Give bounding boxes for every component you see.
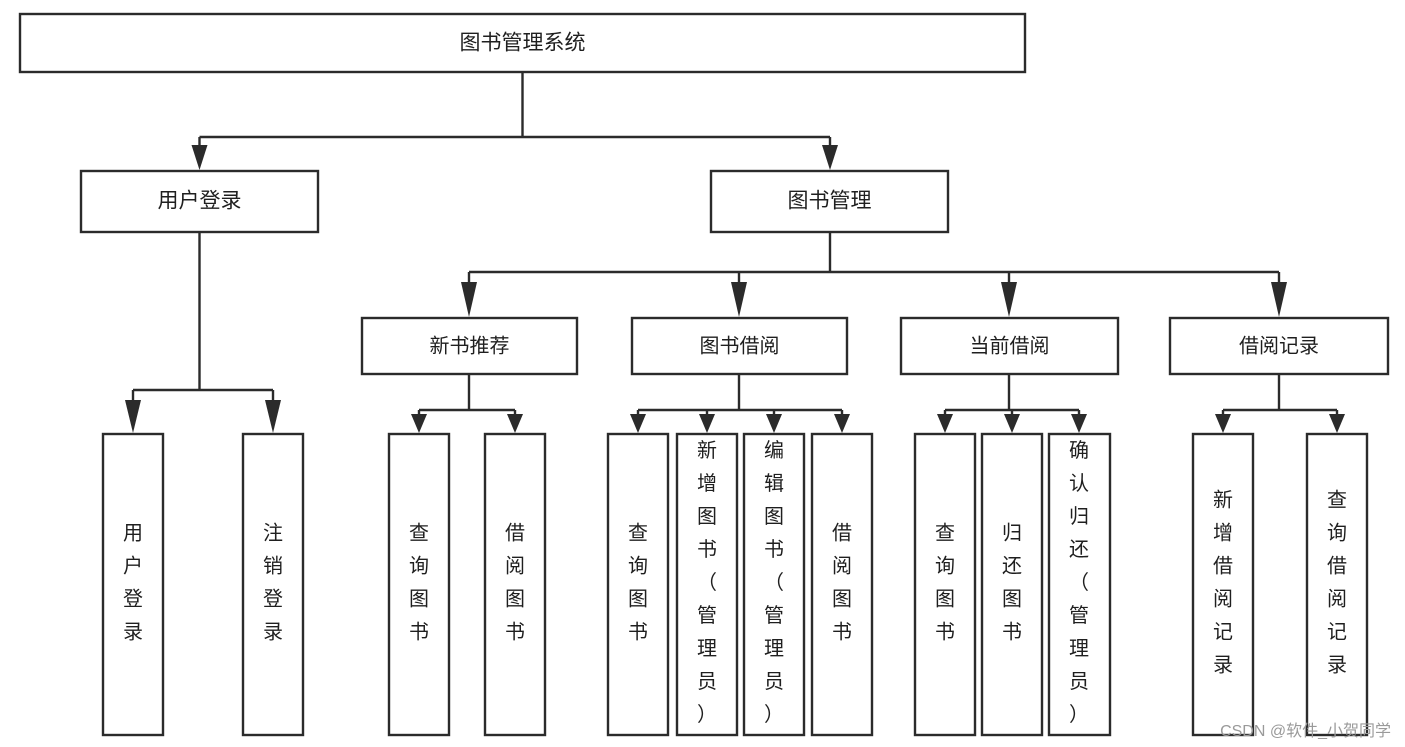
connector-group-book-management <box>461 232 1287 317</box>
node-borrow-record[interactable]: 借阅记录 <box>1168 316 1390 376</box>
arrow-head-leaf-query-book-3 <box>937 414 953 433</box>
node-new-book-recommend[interactable]: 新书推荐 <box>360 316 579 376</box>
node-leaf-add-book-label: 新增图书（管理员） <box>697 439 717 726</box>
node-book-management[interactable]: 图书管理 <box>709 169 950 234</box>
node-leaf-query-book-3[interactable]: 查询图书 <box>913 432 977 737</box>
arrow-head-leaf-borrow-book-1 <box>507 414 523 433</box>
node-leaf-add-book[interactable]: 新增图书（管理员） <box>675 432 739 737</box>
node-book-management-label: 图书管理 <box>788 190 872 213</box>
node-leaf-edit-book-box[interactable] <box>742 432 806 737</box>
arrow-head-leaf-logout <box>265 400 281 433</box>
node-root-label: 图书管理系统 <box>460 32 586 55</box>
node-borrow-record-label: 借阅记录 <box>1239 334 1319 357</box>
node-leaf-confirm-return-box[interactable] <box>1047 432 1112 737</box>
node-leaf-add-record[interactable]: 新增借阅记录 <box>1191 432 1255 737</box>
node-leaf-borrow-book-2-box[interactable] <box>810 432 874 737</box>
connector-group-user-login <box>125 232 281 433</box>
node-leaf-edit-book-label: 编辑图书（管理员） <box>764 439 784 726</box>
connector-group-borrow-record <box>1215 374 1345 433</box>
node-leaf-add-record-label: 新增借阅记录 <box>1213 489 1233 677</box>
connector-group-current-borrow <box>937 374 1087 433</box>
node-leaf-edit-book[interactable]: 编辑图书（管理员） <box>742 432 806 737</box>
node-leaf-logout-label: 注销登录 <box>263 522 283 644</box>
node-root-box[interactable] <box>18 12 1027 74</box>
node-leaf-user-login-label: 用户登录 <box>123 523 143 644</box>
node-leaf-user-login[interactable]: 用户登录 <box>101 432 165 737</box>
arrow-head-leaf-confirm-return <box>1071 414 1087 433</box>
connector-group-new-book-recommend <box>411 374 523 433</box>
node-new-book-recommend-box[interactable] <box>360 316 579 376</box>
node-leaf-logout-box[interactable] <box>241 432 305 737</box>
arrow-head-leaf-query-book-1 <box>411 414 427 433</box>
arrow-head-leaf-borrow-book-2 <box>834 414 850 433</box>
arrow-head-new-book-recommend <box>461 282 477 317</box>
arrow-head-user-login <box>191 145 208 170</box>
arrow-head-leaf-add-record <box>1215 414 1231 433</box>
node-current-borrow-label: 当前借阅 <box>970 334 1050 357</box>
node-leaf-logout[interactable]: 注销登录 <box>241 432 305 737</box>
node-leaf-query-book-1[interactable]: 查询图书 <box>387 432 451 737</box>
node-leaf-query-book-3-box[interactable] <box>913 432 977 737</box>
arrow-head-leaf-query-record <box>1329 414 1345 433</box>
node-leaf-query-record-label: 查询借阅记录 <box>1327 489 1347 677</box>
node-leaf-return-book-label: 归还图书 <box>1002 522 1022 644</box>
node-new-book-recommend-label: 新书推荐 <box>430 334 510 357</box>
arrow-head-book-borrow <box>731 282 747 317</box>
arrow-head-leaf-return-book <box>1004 414 1020 433</box>
node-leaf-add-book-box[interactable] <box>675 432 739 737</box>
node-current-borrow[interactable]: 当前借阅 <box>899 316 1120 376</box>
node-leaf-borrow-book-2[interactable]: 借阅图书 <box>810 432 874 737</box>
connector-group-book-borrow <box>630 374 850 433</box>
node-book-borrow-box[interactable] <box>630 316 849 376</box>
arrow-head-current-borrow <box>1001 282 1017 317</box>
node-leaf-borrow-book-1[interactable]: 借阅图书 <box>483 432 547 737</box>
node-book-borrow-label: 图书借阅 <box>700 334 780 357</box>
node-leaf-query-book-1-label: 查询图书 <box>409 522 429 644</box>
arrow-head-leaf-user-login <box>125 400 141 433</box>
connector-group-root <box>191 72 838 170</box>
node-leaf-borrow-book-1-box[interactable] <box>483 432 547 737</box>
arrow-head-borrow-record <box>1271 282 1287 317</box>
node-leaf-confirm-return[interactable]: 确认归还（管理员） <box>1047 432 1112 737</box>
node-leaf-query-book-1-box[interactable] <box>387 432 451 737</box>
node-leaf-query-book-2[interactable]: 查询图书 <box>606 432 670 737</box>
arrow-head-book-management <box>822 145 838 170</box>
arrow-head-leaf-add-book <box>699 414 715 433</box>
node-user-login-label: 用户登录 <box>158 190 242 213</box>
node-leaf-borrow-book-1-label: 借阅图书 <box>505 522 525 644</box>
node-leaf-return-book[interactable]: 归还图书 <box>980 432 1044 737</box>
node-leaf-user-login-box[interactable] <box>101 432 165 737</box>
node-leaf-return-book-box[interactable] <box>980 432 1044 737</box>
node-leaf-confirm-return-label: 确认归还（管理员） <box>1069 439 1089 726</box>
node-book-borrow[interactable]: 图书借阅 <box>630 316 849 376</box>
node-current-borrow-box[interactable] <box>899 316 1120 376</box>
node-leaf-query-record-box[interactable] <box>1305 432 1369 737</box>
node-leaf-query-book-2-box[interactable] <box>606 432 670 737</box>
node-book-management-box[interactable] <box>709 169 950 234</box>
arrow-head-leaf-edit-book <box>766 414 782 433</box>
node-leaf-query-book-2-label: 查询图书 <box>628 522 648 644</box>
node-leaf-borrow-book-2-label: 借阅图书 <box>832 522 852 644</box>
node-leaf-query-record[interactable]: 查询借阅记录 <box>1305 432 1369 737</box>
node-leaf-query-book-3-label: 查询图书 <box>935 522 955 644</box>
node-user-login-box[interactable] <box>79 169 320 234</box>
arrow-head-leaf-query-book-2 <box>630 414 646 433</box>
node-borrow-record-box[interactable] <box>1168 316 1390 376</box>
node-root[interactable]: 图书管理系统 <box>18 12 1027 74</box>
node-user-login[interactable]: 用户登录 <box>79 169 320 234</box>
node-leaf-add-record-box[interactable] <box>1191 432 1255 737</box>
